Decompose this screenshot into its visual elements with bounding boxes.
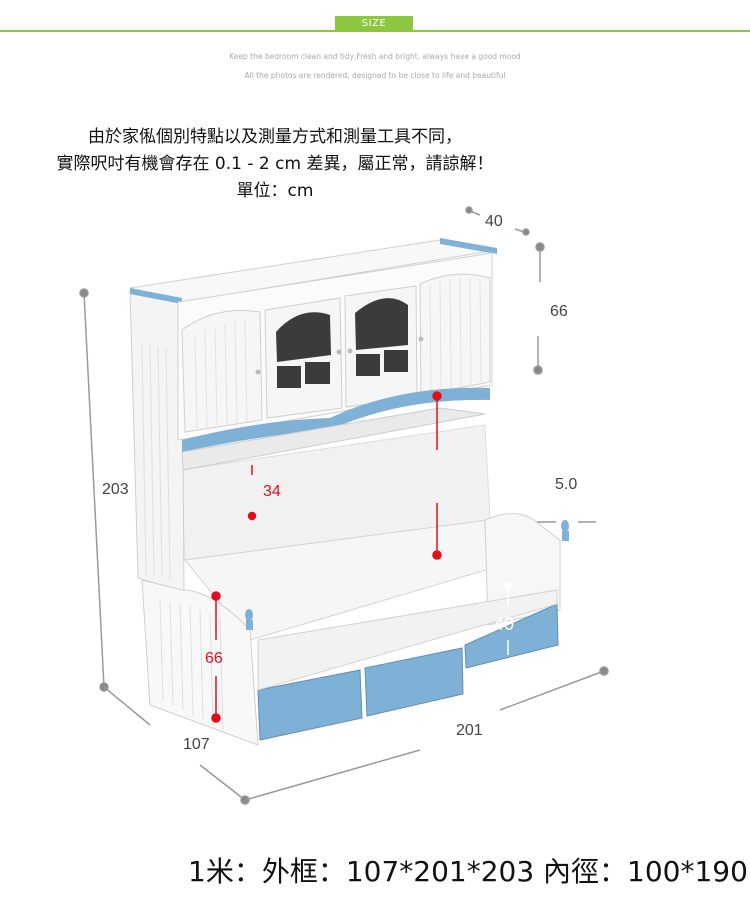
dim-post-width: 5.0 <box>555 476 578 493</box>
subtitle-line-1: Keep the bedroom clean and tidy,Fresh an… <box>229 52 521 61</box>
dim-drawer-depth: 40 <box>494 614 515 634</box>
measurement-note-line-3: 單位：cm <box>236 181 314 201</box>
size-spec-footer: 1米：外框：107*201*203 內徑：100*190 <box>188 855 748 888</box>
measurement-note-line-1: 由於家俬個別特點以及測量方式和測量工具不同， <box>88 127 462 147</box>
dim-width: 107 <box>183 736 210 753</box>
dim-total-height: 203 <box>102 481 129 498</box>
measurement-note-line-2: 實際呎吋有機會存在 0.1 - 2 cm 差異，屬正常，請諒解！ <box>56 154 494 174</box>
dim-shelf-gap: 34 <box>263 483 281 500</box>
dim-cabinet-height: 66 <box>550 303 568 320</box>
dim-top-depth: 40 <box>485 213 503 230</box>
dim-length: 201 <box>456 722 483 739</box>
size-tag: SIZE <box>335 16 413 32</box>
dim-side-height: 66 <box>205 650 223 667</box>
subtitle-line-2: All the photos are rendered, designed to… <box>244 71 506 80</box>
